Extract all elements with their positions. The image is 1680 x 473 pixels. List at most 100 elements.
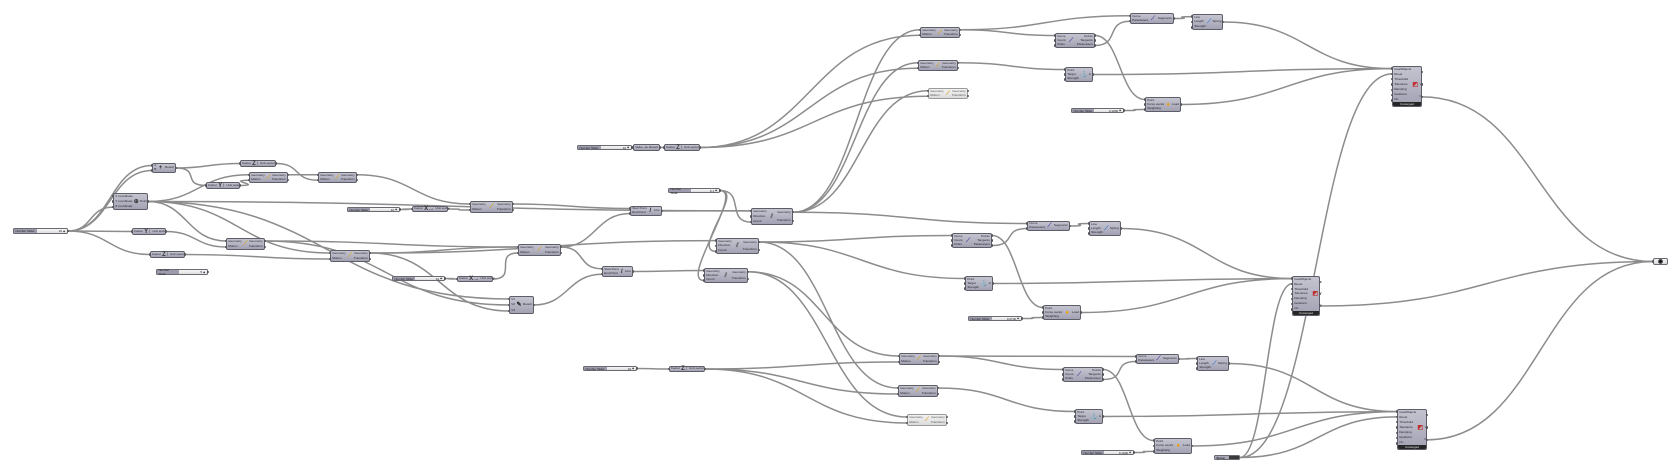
input-port[interactable] xyxy=(1087,227,1091,230)
output-port[interactable] xyxy=(956,61,960,64)
output-port[interactable] xyxy=(660,209,664,213)
input-port[interactable] xyxy=(1152,439,1156,442)
output-port[interactable] xyxy=(937,360,941,364)
input-port[interactable] xyxy=(1195,357,1199,360)
input-port[interactable] xyxy=(702,279,706,282)
output-port[interactable] xyxy=(936,392,940,396)
input-port[interactable] xyxy=(1390,72,1394,76)
input-port[interactable] xyxy=(950,234,954,237)
output-port[interactable] xyxy=(146,200,150,203)
input-port[interactable] xyxy=(507,309,511,313)
output-port[interactable] xyxy=(1179,103,1183,106)
output-port[interactable] xyxy=(658,146,662,149)
input-port[interactable] xyxy=(455,277,459,281)
input-port[interactable] xyxy=(1025,222,1029,225)
input-port[interactable] xyxy=(1395,410,1399,413)
output-port[interactable] xyxy=(635,367,639,370)
button-face[interactable] xyxy=(1229,456,1239,459)
input-port[interactable] xyxy=(905,415,909,419)
input-port[interactable] xyxy=(1395,436,1399,440)
slider-grip-icon[interactable]: ◆ xyxy=(440,277,442,280)
slider-track[interactable]: 10◆ xyxy=(606,367,636,371)
output-port[interactable] xyxy=(1227,362,1231,365)
input-port[interactable] xyxy=(1041,311,1045,314)
input-port[interactable] xyxy=(896,386,900,390)
input-port[interactable] xyxy=(600,273,604,276)
input-port[interactable] xyxy=(1390,67,1394,70)
output-port[interactable] xyxy=(263,239,267,243)
input-port[interactable] xyxy=(1063,73,1067,76)
input-port[interactable] xyxy=(468,202,472,206)
input-port[interactable] xyxy=(247,179,251,182)
input-port[interactable] xyxy=(702,269,706,272)
input-port[interactable] xyxy=(702,274,706,277)
output-port[interactable] xyxy=(1318,280,1322,284)
output-port[interactable] xyxy=(966,95,970,98)
output-port[interactable] xyxy=(966,89,970,92)
input-port[interactable] xyxy=(916,61,920,64)
input-port[interactable] xyxy=(1128,14,1132,17)
output-port[interactable] xyxy=(238,184,242,187)
input-port[interactable] xyxy=(1395,442,1399,445)
output-port[interactable] xyxy=(1091,73,1095,76)
input-port[interactable] xyxy=(111,194,115,198)
input-port[interactable] xyxy=(714,250,718,253)
output-port[interactable] xyxy=(511,208,515,212)
input-port[interactable] xyxy=(1053,39,1057,42)
input-port[interactable] xyxy=(507,303,511,307)
input-port[interactable] xyxy=(1061,373,1065,376)
input-port[interactable] xyxy=(1290,282,1294,285)
input-port[interactable] xyxy=(507,297,511,301)
input-port[interactable] xyxy=(1190,15,1194,18)
input-port[interactable] xyxy=(1190,26,1194,29)
slider-grip-icon[interactable]: ◆ xyxy=(715,189,717,192)
slider-track[interactable]: 10◆ xyxy=(370,208,399,212)
output-port[interactable] xyxy=(936,386,940,390)
input-port[interactable] xyxy=(1390,88,1394,91)
input-port[interactable] xyxy=(1290,287,1294,291)
input-port[interactable] xyxy=(926,95,930,98)
output-port[interactable] xyxy=(718,189,722,192)
input-port[interactable] xyxy=(468,208,472,212)
input-port[interactable] xyxy=(631,146,635,149)
output-port[interactable] xyxy=(703,367,707,371)
input-port[interactable] xyxy=(1390,83,1394,86)
reset-button[interactable]: Button xyxy=(1214,455,1240,460)
input-port[interactable] xyxy=(918,28,922,31)
output-port[interactable] xyxy=(66,229,70,233)
input-port[interactable] xyxy=(749,209,753,213)
output-port[interactable] xyxy=(368,257,372,261)
output-port[interactable] xyxy=(746,270,750,273)
output-port[interactable] xyxy=(698,146,702,149)
input-port[interactable] xyxy=(1395,431,1399,434)
input-port[interactable] xyxy=(1143,108,1147,111)
input-port[interactable] xyxy=(1290,303,1294,306)
slider-track[interactable]: 5◆ xyxy=(179,270,207,274)
output-port[interactable] xyxy=(164,230,168,233)
slider-grip-icon[interactable]: ◆ xyxy=(627,146,629,149)
input-port[interactable] xyxy=(905,421,909,425)
output-port[interactable] xyxy=(757,240,761,244)
